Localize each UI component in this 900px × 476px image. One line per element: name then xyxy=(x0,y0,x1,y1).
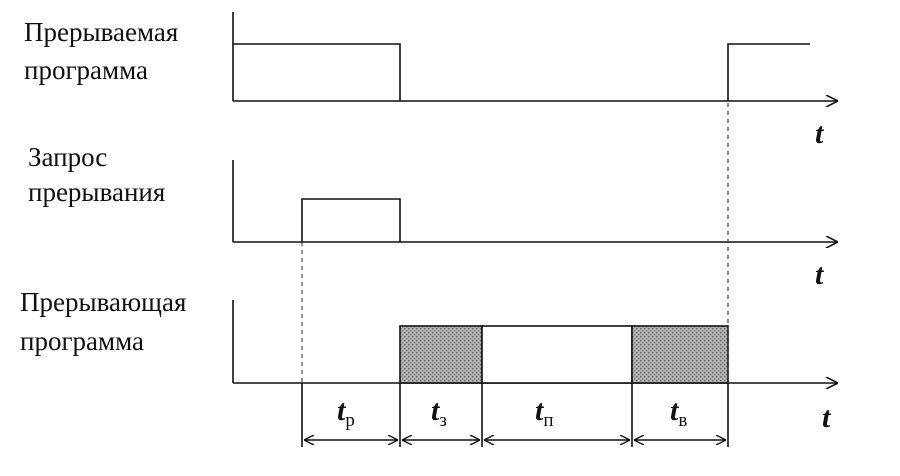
row2-axis-t: t xyxy=(815,258,825,291)
row3-axis-t: t xyxy=(822,401,832,434)
row1-label-line1: Прерываемая xyxy=(24,17,178,47)
row2-label-line2: прерывания xyxy=(28,177,165,207)
interval-label-reaction: tр xyxy=(337,394,355,431)
row1-label-line2: программа xyxy=(24,55,148,85)
restore-context-block xyxy=(631,325,729,384)
save-context-block xyxy=(399,325,483,384)
handler-block xyxy=(481,325,633,384)
row1-axis-t: t xyxy=(815,117,825,150)
interval-label-save: tз xyxy=(431,394,447,431)
row1-signal-high-1 xyxy=(233,43,401,101)
row1-signal-high-2 xyxy=(727,43,810,101)
row3-label-line2: программа xyxy=(20,326,144,356)
row2-label-line1: Запрос xyxy=(28,142,107,172)
row2-request-pulse xyxy=(301,198,401,242)
interval-label-handler: tп xyxy=(535,394,554,431)
row3-label-line1: Прерывающая xyxy=(20,287,186,317)
interval-label-restore: tв xyxy=(670,394,687,431)
